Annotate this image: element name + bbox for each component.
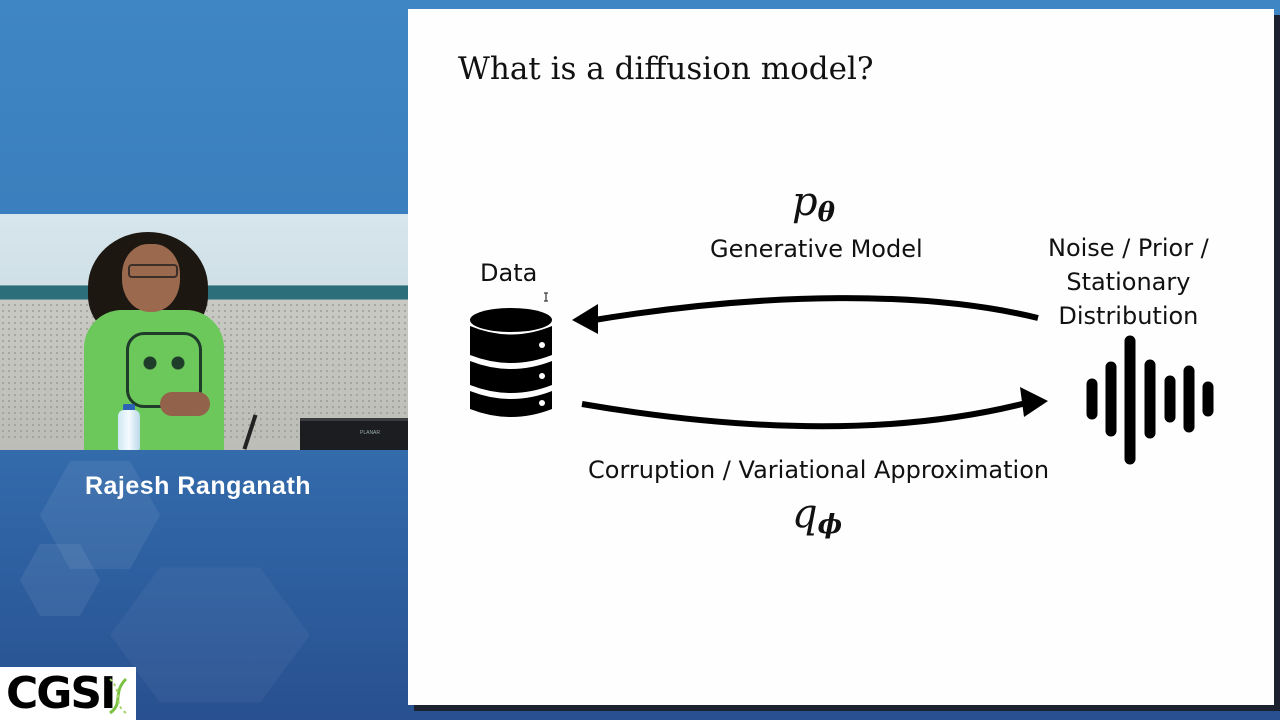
background-hexagon bbox=[40, 461, 160, 569]
corruption-arrow bbox=[581, 399, 1031, 430]
podium-monitor bbox=[300, 418, 408, 450]
generative-symbol-theta: θ bbox=[817, 198, 835, 228]
glasses bbox=[128, 264, 178, 278]
diagram bbox=[470, 292, 1214, 465]
generative-symbol: pθ bbox=[792, 179, 835, 228]
speaker-hands bbox=[160, 392, 210, 416]
text-cursor-icon bbox=[544, 292, 548, 302]
corruption-arrowhead bbox=[1020, 387, 1048, 417]
corruption-label: Corruption / Variational Approximation bbox=[588, 456, 1050, 484]
noise-label-line-1: Noise / Prior / bbox=[1048, 234, 1209, 262]
waveform-icon bbox=[1086, 335, 1214, 465]
corruption-symbol-q: q bbox=[792, 491, 818, 537]
cgsi-logo: CGSI bbox=[0, 667, 136, 720]
corruption-symbol-phi: ϕ bbox=[817, 510, 843, 540]
corruption-symbol: qϕ bbox=[792, 491, 842, 540]
speaker-name: Rajesh Ranganath bbox=[84, 472, 312, 500]
slide-title: What is a diffusion model? bbox=[458, 51, 874, 87]
data-label: Data bbox=[480, 259, 538, 287]
logo-text: CGSI bbox=[6, 668, 116, 719]
dna-icon bbox=[109, 677, 128, 715]
generative-symbol-p: p bbox=[792, 179, 818, 225]
generative-arrowhead bbox=[572, 304, 598, 334]
noise-prior-label: Noise / Prior / Stationary Distribution bbox=[1048, 231, 1209, 333]
background-hexagon bbox=[110, 567, 310, 703]
generative-model-label: Generative Model bbox=[710, 235, 923, 263]
noise-label-line-3: Distribution bbox=[1058, 302, 1199, 330]
noise-label-line-2: Stationary bbox=[1066, 268, 1191, 296]
presentation-slide: What is a diffusion model? bbox=[408, 9, 1274, 705]
speaker-face bbox=[122, 244, 180, 312]
monitor-brand: PLANAR bbox=[360, 430, 381, 436]
speaker-video: PLANAR bbox=[0, 214, 408, 450]
database-icon bbox=[470, 308, 552, 417]
generative-arrow bbox=[587, 295, 1039, 324]
bottle-cap bbox=[123, 404, 135, 412]
water-bottle bbox=[118, 410, 140, 450]
